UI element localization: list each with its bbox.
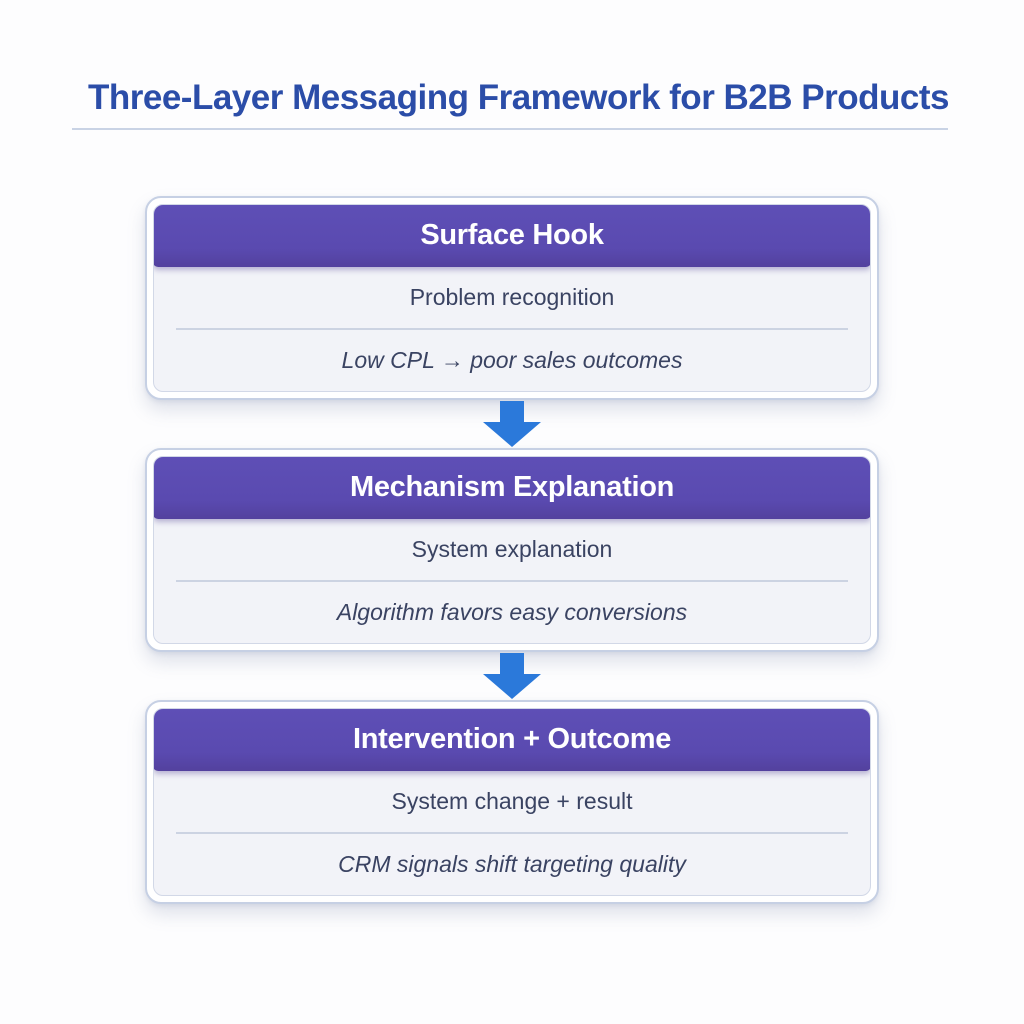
down-arrow-stem (500, 653, 524, 674)
layer-description: Problem recognition (409, 284, 615, 310)
down-arrow-icon (483, 652, 541, 700)
layer-card-inner: Mechanism Explanation System explanation… (153, 456, 871, 644)
layer-header-bar: Mechanism Explanation (154, 457, 870, 519)
layer-description: System explanation (411, 536, 613, 562)
down-arrow-stem (500, 401, 524, 422)
row-divider (176, 832, 848, 834)
layer-header-label: Mechanism Explanation (349, 471, 675, 503)
layer-stack: Surface Hook Problem recognition Low CPL… (145, 196, 879, 904)
layer-card-mechanism-explanation: Mechanism Explanation System explanation… (145, 448, 879, 652)
layer-card-inner: Surface Hook Problem recognition Low CPL… (153, 204, 871, 392)
layer-example: CRM signals shift targeting quality (338, 851, 686, 877)
layer-card-inner: Intervention + Outcome System change + r… (153, 708, 871, 896)
down-arrow-head (483, 422, 541, 447)
layer-header-bar: Surface Hook (154, 205, 870, 267)
layer-header-label: Surface Hook (420, 219, 604, 251)
page-title: Three-Layer Messaging Framework for B2B … (88, 78, 949, 117)
down-arrow-icon (483, 400, 541, 448)
layer-card-intervention-outcome: Intervention + Outcome System change + r… (145, 700, 879, 904)
down-arrow-head (483, 674, 541, 699)
layer-header-bar: Intervention + Outcome (154, 709, 870, 771)
layer-description: System change + result (391, 788, 633, 814)
layer-example: Algorithm favors easy conversions (336, 599, 688, 625)
layer-header-label: Intervention + Outcome (352, 723, 672, 755)
layer-card-surface-hook: Surface Hook Problem recognition Low CPL… (145, 196, 879, 400)
row-divider (176, 328, 848, 330)
title-underline (72, 128, 948, 130)
row-divider (176, 580, 848, 582)
layer-example: Low CPL → poor sales outcomes (341, 347, 683, 373)
